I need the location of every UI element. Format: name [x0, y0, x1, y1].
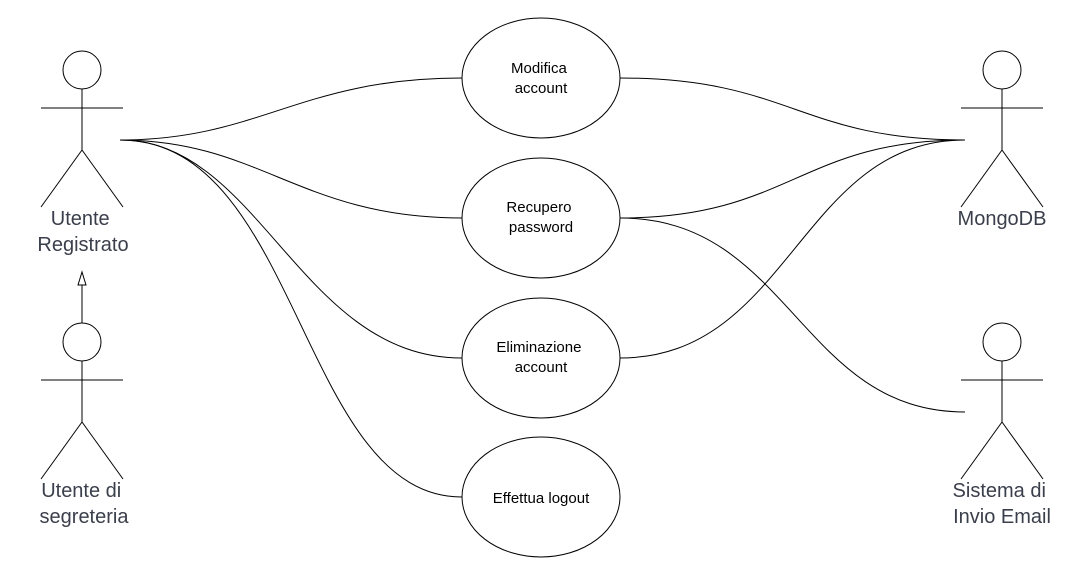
actor-right-leg [1001, 421, 1044, 480]
actor-right-leg [81, 421, 124, 480]
actor-label-sistema-email: Sistema di Invio Email [953, 480, 1052, 528]
use-case-label: Effettua logout [493, 490, 590, 507]
use-case-eliminazione-account: Eliminazione account [461, 297, 621, 419]
association-utente-modifica [119, 77, 463, 141]
actor-right-leg [1001, 149, 1044, 208]
actor-head [982, 50, 1022, 90]
associations [81, 77, 966, 498]
association-eliminazione-mongodb [619, 139, 966, 359]
use-case-label: Recupero password [506, 199, 575, 236]
use-case-ellipse [461, 17, 621, 139]
use-case-label: Modifica account [511, 60, 571, 97]
use-case-ellipse [461, 297, 621, 419]
actor-utente-registrato [40, 50, 124, 208]
use-case-effettua-logout: Effettua logout [461, 436, 621, 558]
association-utente-recupero [119, 139, 463, 219]
actor-head [982, 322, 1022, 362]
use-case-ellipse [461, 157, 621, 279]
actor-left-leg [40, 149, 83, 208]
actor-head [62, 322, 102, 362]
association-recupero-mongodb [619, 139, 966, 219]
actor-label-utente-registrato: Utente Registrato [37, 208, 128, 256]
association-modifica-mongodb [619, 77, 966, 141]
actor-mongodb [960, 50, 1044, 208]
actor-left-leg [40, 421, 83, 480]
actor-utente-segreteria [40, 322, 124, 480]
association-utente-logout [119, 139, 463, 498]
use-case-recupero-password: Recupero password [461, 157, 621, 279]
use-case-label: Eliminazione account [496, 339, 585, 376]
actor-left-leg [960, 149, 1003, 208]
generalization-arrowhead [77, 270, 87, 286]
association-recupero-email [619, 217, 966, 413]
actor-left-leg [960, 421, 1003, 480]
actor-label-utente-segreteria: Utente di segreteria [40, 480, 130, 528]
actor-right-leg [81, 149, 124, 208]
association-utente-eliminazione [119, 139, 463, 359]
use-case-modifica-account: Modifica account [461, 17, 621, 139]
use-case-ellipse [461, 436, 621, 558]
actor-sistema-email [960, 322, 1044, 480]
actor-label-mongodb: MongoDB [958, 208, 1047, 230]
actor-head [62, 50, 102, 90]
